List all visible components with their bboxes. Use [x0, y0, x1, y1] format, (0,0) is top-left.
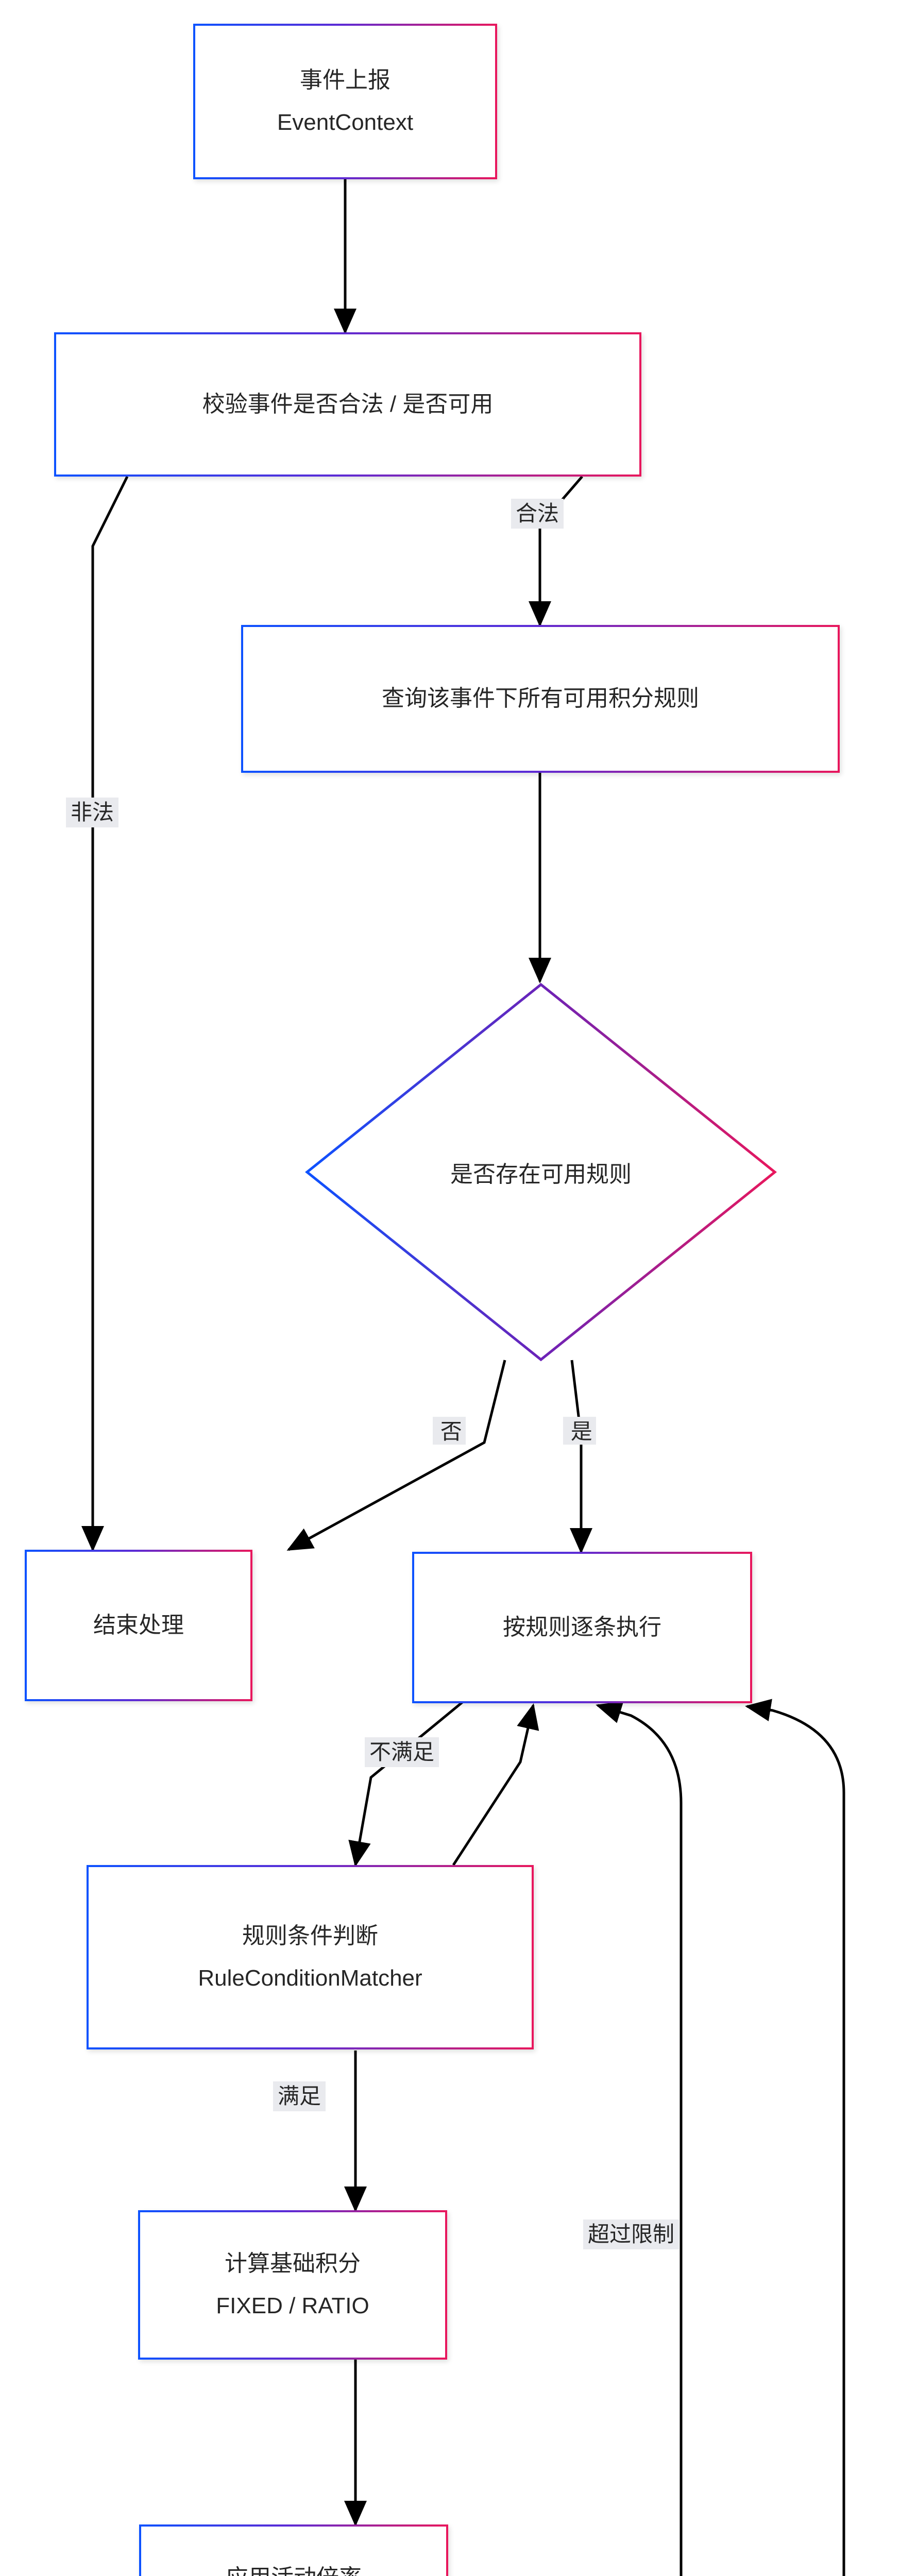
edge-label-yes: 是 — [563, 1417, 597, 1445]
node-line-2: FIXED / RATIO — [216, 2293, 369, 2318]
node-line-1: 计算基础积分 — [225, 2250, 361, 2276]
node-point-multiplier[interactable]: 应用活动倍率 PointMultiplier — [139, 2524, 448, 2576]
edge-label-over-limit: 超过限制 — [583, 2219, 680, 2250]
diamond-shape — [305, 982, 777, 1362]
edge-n13-n6 — [745, 1699, 845, 2576]
node-line-1: 规则条件判断 — [242, 1923, 378, 1948]
node-line-2: EventContext — [277, 110, 414, 135]
edge-n2-n5 — [81, 476, 129, 1552]
edge-n4-n5 — [286, 1360, 506, 1551]
node-end-process[interactable]: 结束处理 — [25, 1550, 252, 1701]
edge-label-no: 否 — [433, 1417, 466, 1445]
edge-label-matched: 满足 — [273, 2081, 326, 2112]
node-line-2: RuleConditionMatcher — [198, 1965, 422, 1991]
edge-n6-n7 — [348, 1700, 465, 1867]
node-has-available-rules[interactable]: 是否存在可用规则 — [304, 981, 778, 1363]
node-line-1: 应用活动倍率 — [226, 2561, 362, 2576]
edge-n10-n6-overlimit — [596, 1701, 683, 2576]
edge-n7-n6-unmatched — [452, 1703, 539, 1866]
node-base-points[interactable]: 计算基础积分 FIXED / RATIO — [138, 2210, 447, 2360]
node-line-1: 按规则逐条执行 — [503, 1614, 661, 1640]
node-line-1: 结束处理 — [93, 1612, 184, 1638]
edge-label-illegal: 非法 — [66, 798, 119, 828]
node-line-1: 校验事件是否合法 / 是否可用 — [202, 391, 494, 417]
edge-label-legal: 合法 — [511, 499, 564, 529]
edge-n4-n6 — [569, 1360, 592, 1554]
node-execute-rules[interactable]: 按规则逐条执行 — [412, 1552, 752, 1703]
node-line-1: 查询该事件下所有可用积分规则 — [382, 686, 699, 711]
edge-label-unmatched: 不满足 — [365, 1737, 439, 1768]
node-query-rules[interactable]: 查询该事件下所有可用积分规则 — [241, 625, 840, 773]
node-event-report[interactable]: 事件上报 EventContext — [193, 24, 497, 179]
node-validate-event[interactable]: 校验事件是否合法 / 是否可用 — [54, 332, 641, 477]
node-line-1: 事件上报 — [300, 67, 390, 93]
node-rule-condition-matcher[interactable]: 规则条件判断 RuleConditionMatcher — [87, 1865, 534, 2049]
